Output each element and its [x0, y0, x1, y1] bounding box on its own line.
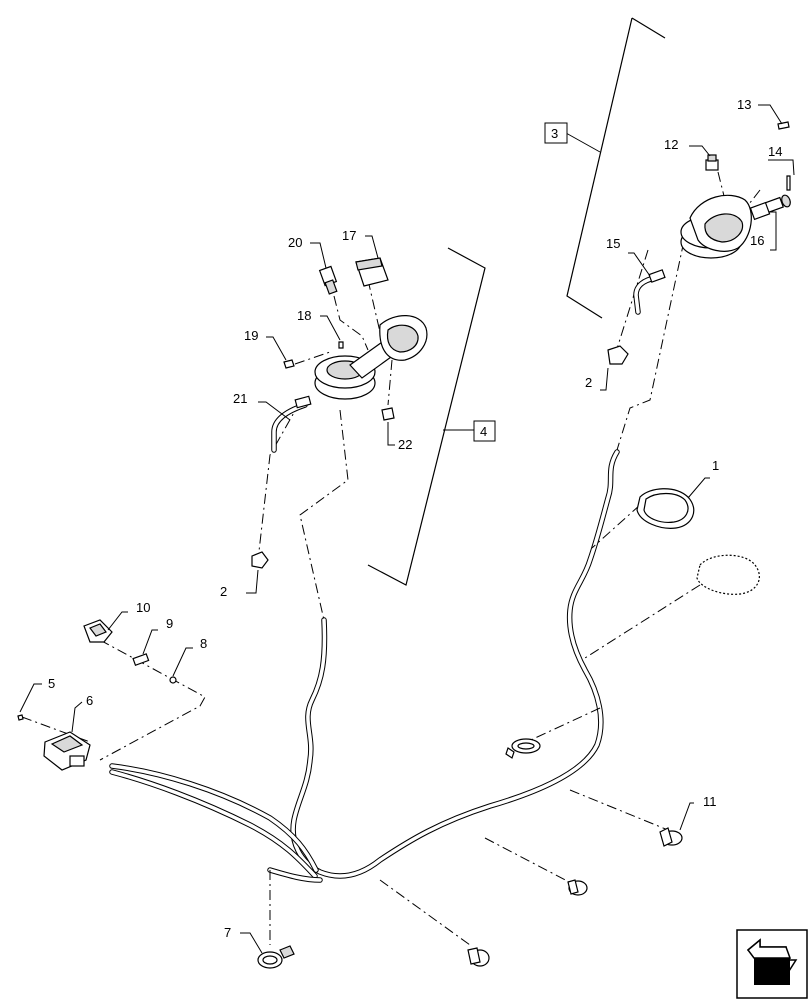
pin-18	[338, 341, 344, 349]
plug-22	[381, 407, 395, 421]
callout-2-upper: 2	[585, 375, 592, 390]
control-head-housing-4	[314, 315, 428, 400]
tube-21	[271, 395, 312, 453]
screw-13	[777, 121, 790, 130]
callout-10: 10	[136, 600, 150, 615]
clamp-mid	[505, 738, 541, 759]
callout-3: 3	[551, 126, 558, 141]
callout-22: 22	[398, 437, 412, 452]
callout-4: 4	[480, 424, 487, 439]
seal-8	[169, 676, 177, 684]
wiring-harness	[109, 449, 620, 883]
pin-5	[17, 714, 24, 721]
assembly-4: 4 17 20 18 19	[220, 228, 496, 599]
callout-14: 14	[768, 144, 782, 159]
seal-1: 1	[636, 458, 719, 529]
switch-17	[355, 257, 389, 287]
fitting-20	[318, 265, 338, 295]
seal-ring	[696, 554, 760, 595]
nut-2-upper	[607, 345, 629, 365]
callout-13: 13	[737, 97, 751, 112]
callout-21: 21	[233, 391, 247, 406]
fitting-16	[749, 194, 791, 221]
callout-6: 6	[86, 693, 93, 708]
callout-19: 19	[244, 328, 258, 343]
rivet-bottom	[467, 947, 490, 967]
assembly-3: 3 12 13 14 16	[544, 17, 795, 391]
callout-5: 5	[48, 676, 55, 691]
plug-12	[705, 154, 719, 171]
callout-7: 7	[224, 925, 231, 940]
rivet-lower-right	[567, 879, 588, 896]
clamp-7	[257, 945, 295, 969]
callout-15: 15	[606, 236, 620, 251]
callout-box-4	[473, 420, 496, 442]
tube-15	[633, 269, 666, 315]
callout-box-3	[544, 122, 568, 144]
callout-18: 18	[297, 308, 311, 323]
control-head-housing	[680, 194, 752, 259]
callout-11: 11	[703, 794, 717, 809]
callout-16: 16	[750, 233, 764, 248]
screw-19	[283, 359, 295, 369]
callout-1: 1	[712, 458, 719, 473]
callout-2-lower: 2	[220, 584, 227, 599]
connector-10	[83, 619, 113, 643]
connector-6	[43, 731, 91, 771]
callout-12: 12	[664, 137, 678, 152]
callout-17: 17	[342, 228, 356, 243]
view-direction-arrow-icon	[736, 929, 808, 999]
assembly-centerlines	[21, 171, 761, 946]
nut-2-lower	[251, 551, 269, 569]
callout-20: 20	[288, 235, 302, 250]
pin-14	[786, 175, 791, 191]
rivet-11	[659, 827, 683, 847]
callout-9: 9	[166, 616, 173, 631]
terminal-9	[132, 653, 150, 666]
callout-8: 8	[200, 636, 207, 651]
